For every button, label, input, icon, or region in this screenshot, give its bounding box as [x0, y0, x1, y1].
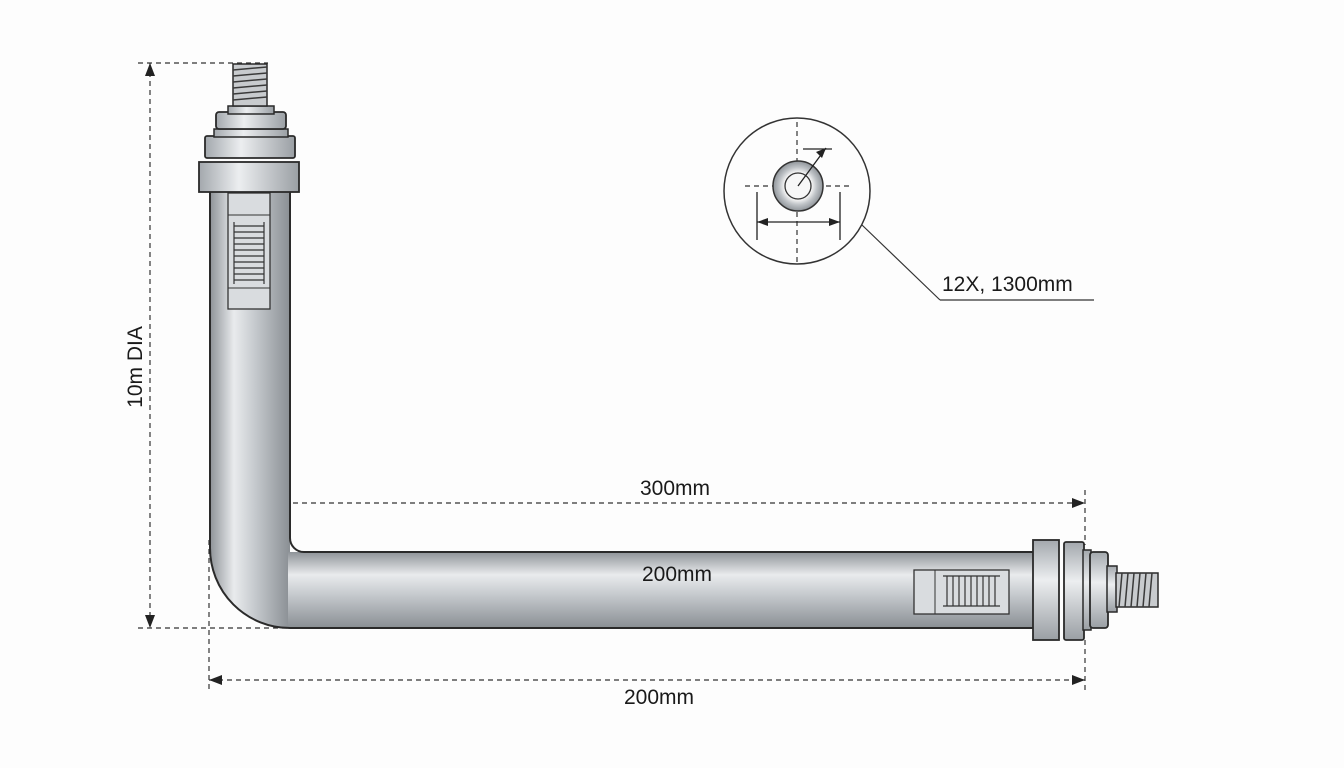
middle-horizontal-label: 200mm — [642, 563, 712, 586]
top-fitting — [198, 63, 300, 310]
top-spring — [233, 222, 265, 284]
vertical-dimension-label: 10m DIA — [124, 326, 147, 408]
bottom-horizontal-label: 200mm — [624, 686, 694, 709]
right-fitting — [913, 539, 1159, 641]
detail-callout-label: 12X, 1300mm — [942, 273, 1073, 296]
right-thread — [1115, 572, 1159, 608]
cross-section-detail — [723, 117, 1094, 301]
top-thread — [232, 63, 268, 107]
bent-pipe — [209, 190, 1033, 629]
right-spring — [943, 575, 1000, 607]
upper-horizontal-label: 300mm — [640, 477, 710, 500]
bottom-horizontal-dimension-line — [208, 540, 1086, 692]
vertical-dimension-line — [138, 62, 290, 629]
